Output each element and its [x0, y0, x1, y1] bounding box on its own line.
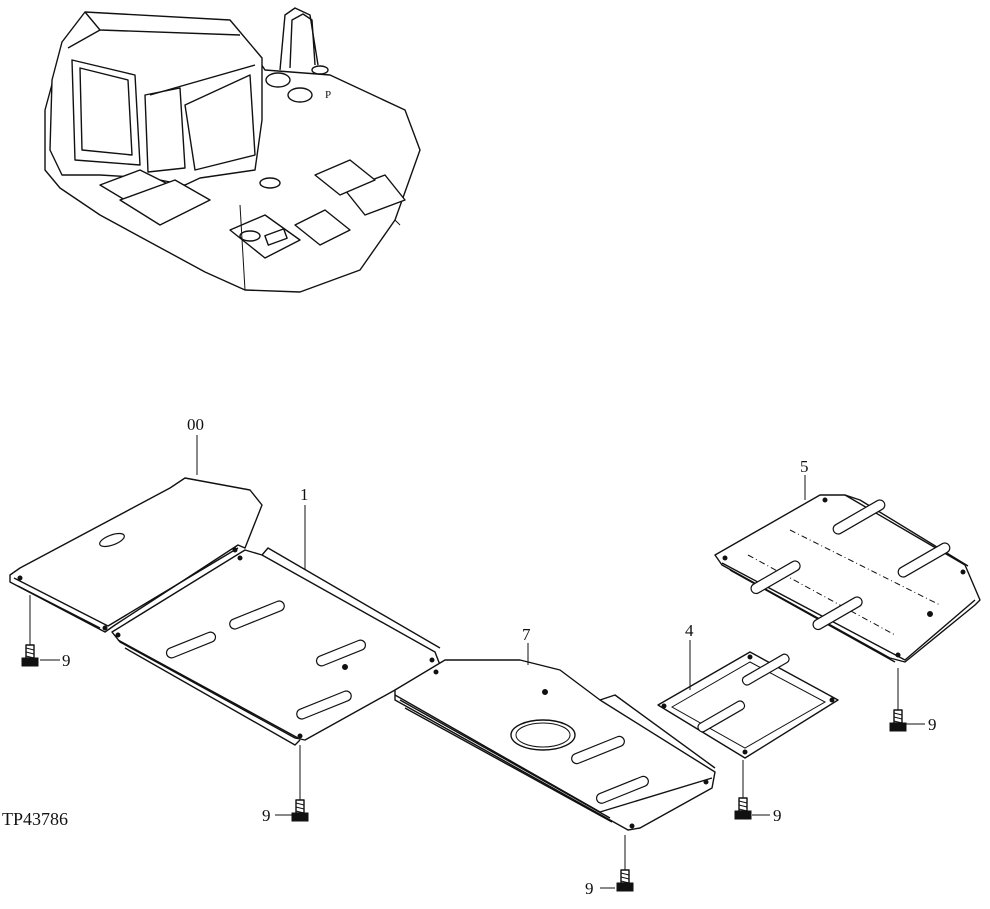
- callout-7: 7: [522, 625, 531, 644]
- callout-9: 9: [585, 879, 594, 898]
- drawing-id: TP43786: [2, 809, 68, 829]
- floor-plate-5: [714, 494, 981, 663]
- callout-9: 9: [773, 806, 782, 825]
- floor-plate-4: [657, 651, 839, 759]
- bolt-icon: [889, 709, 907, 732]
- bolt-icon: [21, 644, 39, 667]
- bolt-icon: [734, 797, 752, 820]
- callout-4: 4: [685, 621, 694, 640]
- svg-text:P: P: [325, 89, 331, 101]
- machine-overview-illustration: P: [44, 7, 421, 293]
- callout-9: 9: [928, 715, 937, 734]
- leader-lines: [29, 435, 925, 889]
- callout-1: 1: [300, 485, 309, 504]
- callout-9: 9: [62, 651, 71, 670]
- bolt-icon: [291, 799, 309, 822]
- callout-5: 5: [800, 457, 809, 476]
- floor-plate-1: [111, 547, 441, 746]
- callout-00: 00: [187, 415, 204, 434]
- floor-plate-7: [394, 659, 716, 831]
- callout-9: 9: [262, 806, 271, 825]
- floor-plate-00: [9, 477, 263, 633]
- bolt-icon: [616, 869, 634, 892]
